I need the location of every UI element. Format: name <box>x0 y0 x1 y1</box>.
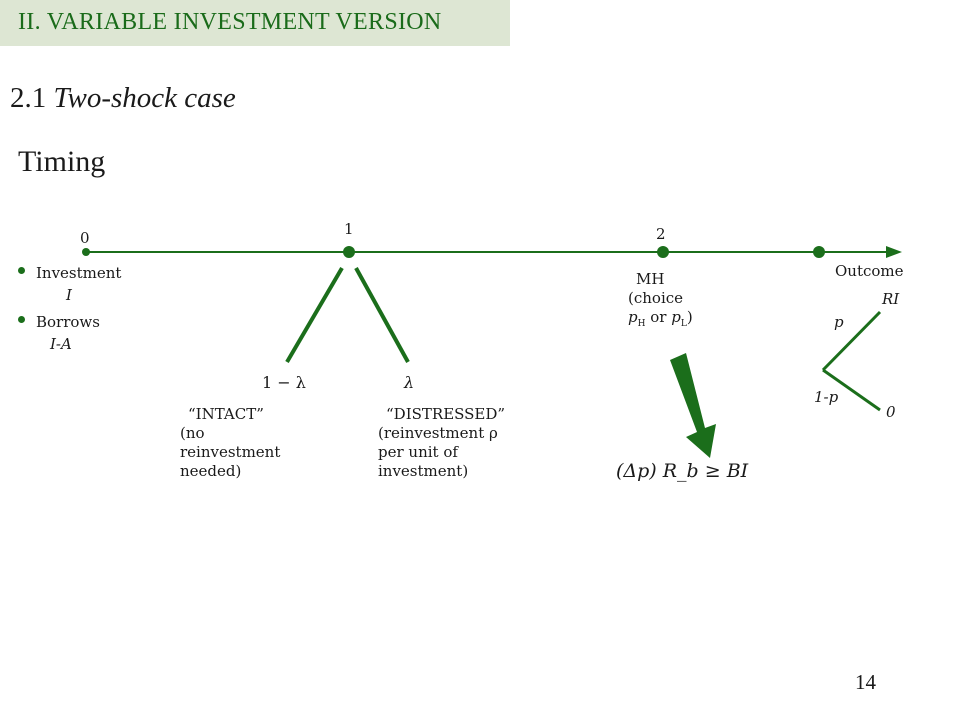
intact-description: “INTACT” (no reinvestment needed) <box>180 405 280 481</box>
distressed-line: investment) <box>378 462 469 480</box>
investment-value: I <box>66 286 72 304</box>
intact-line: needed) <box>180 462 242 480</box>
distressed-title: “DISTRESSED” <box>386 405 506 423</box>
ic-constraint: (Δp) R_b ≥ BI <box>616 460 748 482</box>
mh-line: MH <box>636 270 665 288</box>
date-0-label: 0 <box>80 229 90 247</box>
down-arrow-icon <box>670 353 716 458</box>
outcome-marker <box>813 246 825 258</box>
intact-title: “INTACT” <box>188 405 264 423</box>
distressed-line: (reinvestment ρ <box>378 424 498 442</box>
moral-hazard-label: MH (choice pH or pL) <box>628 270 693 334</box>
distressed-probability: λ <box>404 373 415 392</box>
bullet-icon <box>18 267 25 274</box>
intact-line: (no <box>180 424 205 442</box>
date-2-marker <box>657 246 669 258</box>
subtitle-text: Two-shock case <box>53 82 236 114</box>
slide-subtitle: 2.1 Two-shock case <box>10 82 236 115</box>
failure-payoff: 0 <box>886 403 896 421</box>
section-banner: II. VARIABLE INVESTMENT VERSION <box>0 0 510 46</box>
distressed-line: per unit of <box>378 443 458 461</box>
intact-probability: 1 − λ <box>262 373 306 392</box>
borrows-label: Borrows <box>36 313 100 331</box>
intact-branch-line <box>285 266 344 364</box>
ic-constraint-text: (Δp) R_b ≥ BI <box>616 460 749 482</box>
date-2-label: 2 <box>656 225 666 243</box>
section-title: II. VARIABLE INVESTMENT VERSION <box>18 9 442 35</box>
intact-line: reinvestment <box>180 443 281 461</box>
success-branch-line <box>821 310 882 372</box>
timeline-arrowhead <box>886 246 902 258</box>
date-1-marker <box>343 246 355 258</box>
failure-branch-line <box>822 368 881 412</box>
slide-heading: Timing <box>18 145 106 178</box>
distressed-branch-line <box>354 267 410 363</box>
success-probability: p <box>834 313 844 331</box>
bullet-icon <box>18 316 25 323</box>
mh-choice-line: pH or pL) <box>628 308 693 329</box>
failure-probability: 1-p <box>814 388 839 406</box>
date-1-label: 1 <box>344 220 354 238</box>
mh-line: (choice <box>628 289 684 307</box>
page-number: 14 <box>855 670 876 694</box>
date-0-marker <box>82 248 90 256</box>
outcome-label: Outcome <box>835 262 904 280</box>
success-payoff: RI <box>882 290 900 308</box>
subtitle-number: 2.1 <box>10 82 47 114</box>
investment-label: Investment <box>36 264 122 282</box>
borrows-value: I-A <box>50 335 72 353</box>
distressed-description: “DISTRESSED” (reinvestment ρ per unit of… <box>378 405 505 481</box>
